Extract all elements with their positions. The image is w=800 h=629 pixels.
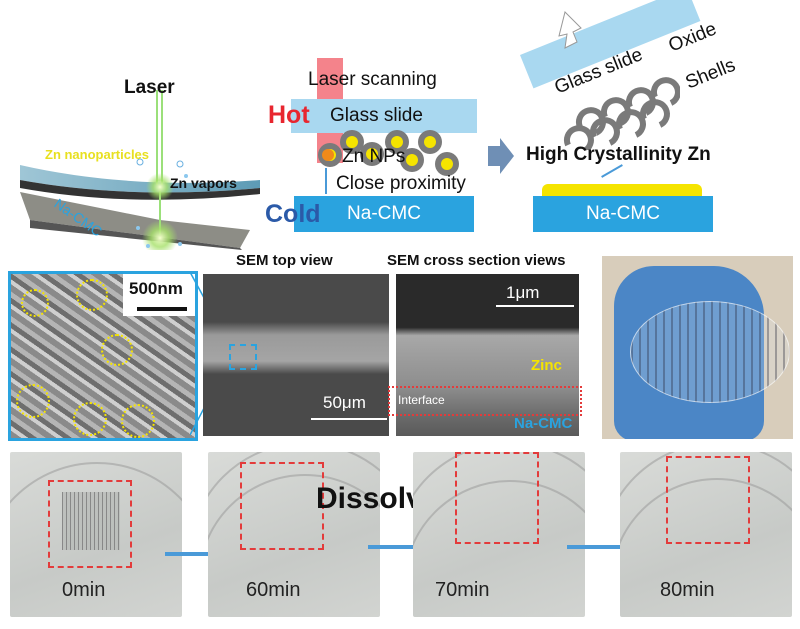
- grain-highlight: [121, 404, 155, 438]
- zn-np: [400, 148, 424, 172]
- device-film: [62, 492, 120, 550]
- na-cmc-label-sem: Na-CMC: [514, 415, 573, 432]
- grain-highlight: [21, 289, 49, 317]
- scale-bar-50um: [311, 418, 387, 420]
- transparent-device-film: [630, 301, 790, 403]
- oxide-shells-graphic: [563, 77, 680, 150]
- na-cmc-box-c: Na-CMC: [533, 196, 713, 232]
- zn-np: [340, 130, 364, 154]
- zn-np: [418, 130, 442, 154]
- dissolve-region-box: [240, 462, 324, 550]
- glass-slide-b: [291, 99, 477, 133]
- dish-photo-70min: 70min: [413, 452, 585, 617]
- close-proximity-label: Close proximity: [336, 173, 466, 194]
- scale-label-50um: 50μm: [323, 393, 366, 412]
- grain-highlight: [16, 384, 50, 418]
- zinc-crystal-layer: [542, 184, 702, 196]
- proximity-arrow-icon: [325, 168, 327, 194]
- scale-label-500nm: 500nm: [129, 279, 183, 298]
- grain-highlight: [73, 402, 107, 436]
- time-arrow-3: [567, 539, 632, 555]
- interface-label: Interface: [398, 393, 445, 407]
- dissolve-region-box: [455, 452, 539, 544]
- sem-top-view-title: SEM top view: [236, 252, 333, 269]
- zn-np: [435, 152, 459, 176]
- na-cmc-label-b: Na-CMC: [347, 203, 421, 224]
- na-cmc-box-b: Na-CMC: [294, 196, 474, 232]
- high-crystallinity-label: High Crystallinity Zn: [526, 144, 711, 165]
- sem-zoom-image: 500nm: [8, 271, 198, 441]
- sem-cross-section-image: 1μm Zinc Interface Na-CMC: [388, 274, 582, 436]
- shells-label: Shells: [682, 54, 739, 94]
- lift-arrow-icon: [558, 11, 582, 49]
- scale-bar-1um: [496, 305, 574, 307]
- pointer-arrow-icon: [601, 164, 623, 178]
- cold-label: Cold: [265, 200, 321, 228]
- sem-cross-section-title: SEM cross section views: [387, 252, 566, 269]
- process-arrow-icon: [488, 138, 514, 174]
- dish-photo-80min: 80min: [620, 452, 792, 617]
- na-cmc-label-c: Na-CMC: [586, 203, 660, 224]
- zinc-line-band: [203, 322, 389, 374]
- panel-a-illustration: [10, 60, 260, 256]
- scale-label-1um: 1μm: [506, 283, 540, 302]
- interface-region-box: [388, 386, 582, 416]
- sem-top-view-image: 50μm: [203, 274, 389, 436]
- time-label-0min: 0min: [62, 579, 106, 601]
- dissolve-region-box: [48, 480, 132, 568]
- zoom-region-box: [229, 344, 257, 370]
- laser-ablation-illustration: [20, 90, 260, 256]
- laser-label: Laser: [124, 77, 175, 98]
- laser-scanning-label: Laser scanning: [308, 69, 437, 90]
- dish-photo-60min: 60min: [208, 452, 380, 617]
- scale-bar-500nm: [137, 307, 187, 311]
- hot-label: Hot: [268, 101, 310, 129]
- time-label-60min: 60min: [246, 579, 301, 601]
- dish-photo-0min: 0min: [10, 452, 182, 617]
- grain-highlight: [76, 279, 108, 311]
- zn-nanoparticles-label: Zn nanoparticles: [45, 147, 150, 162]
- zinc-label: Zinc: [531, 357, 562, 374]
- time-label-80min: 80min: [660, 579, 715, 601]
- grain-highlight: [101, 334, 133, 366]
- zn-np-heated: [318, 143, 342, 167]
- time-label-70min: 70min: [435, 579, 490, 601]
- zn-np: [360, 142, 384, 166]
- dissolve-region-box: [666, 456, 750, 544]
- glass-slide-label-b: Glass slide: [330, 105, 423, 126]
- flexible-device-photo: [602, 256, 793, 439]
- zn-vapors-label: Zn vapors: [170, 175, 237, 191]
- zn-nps-label: Zn NPs: [342, 146, 406, 167]
